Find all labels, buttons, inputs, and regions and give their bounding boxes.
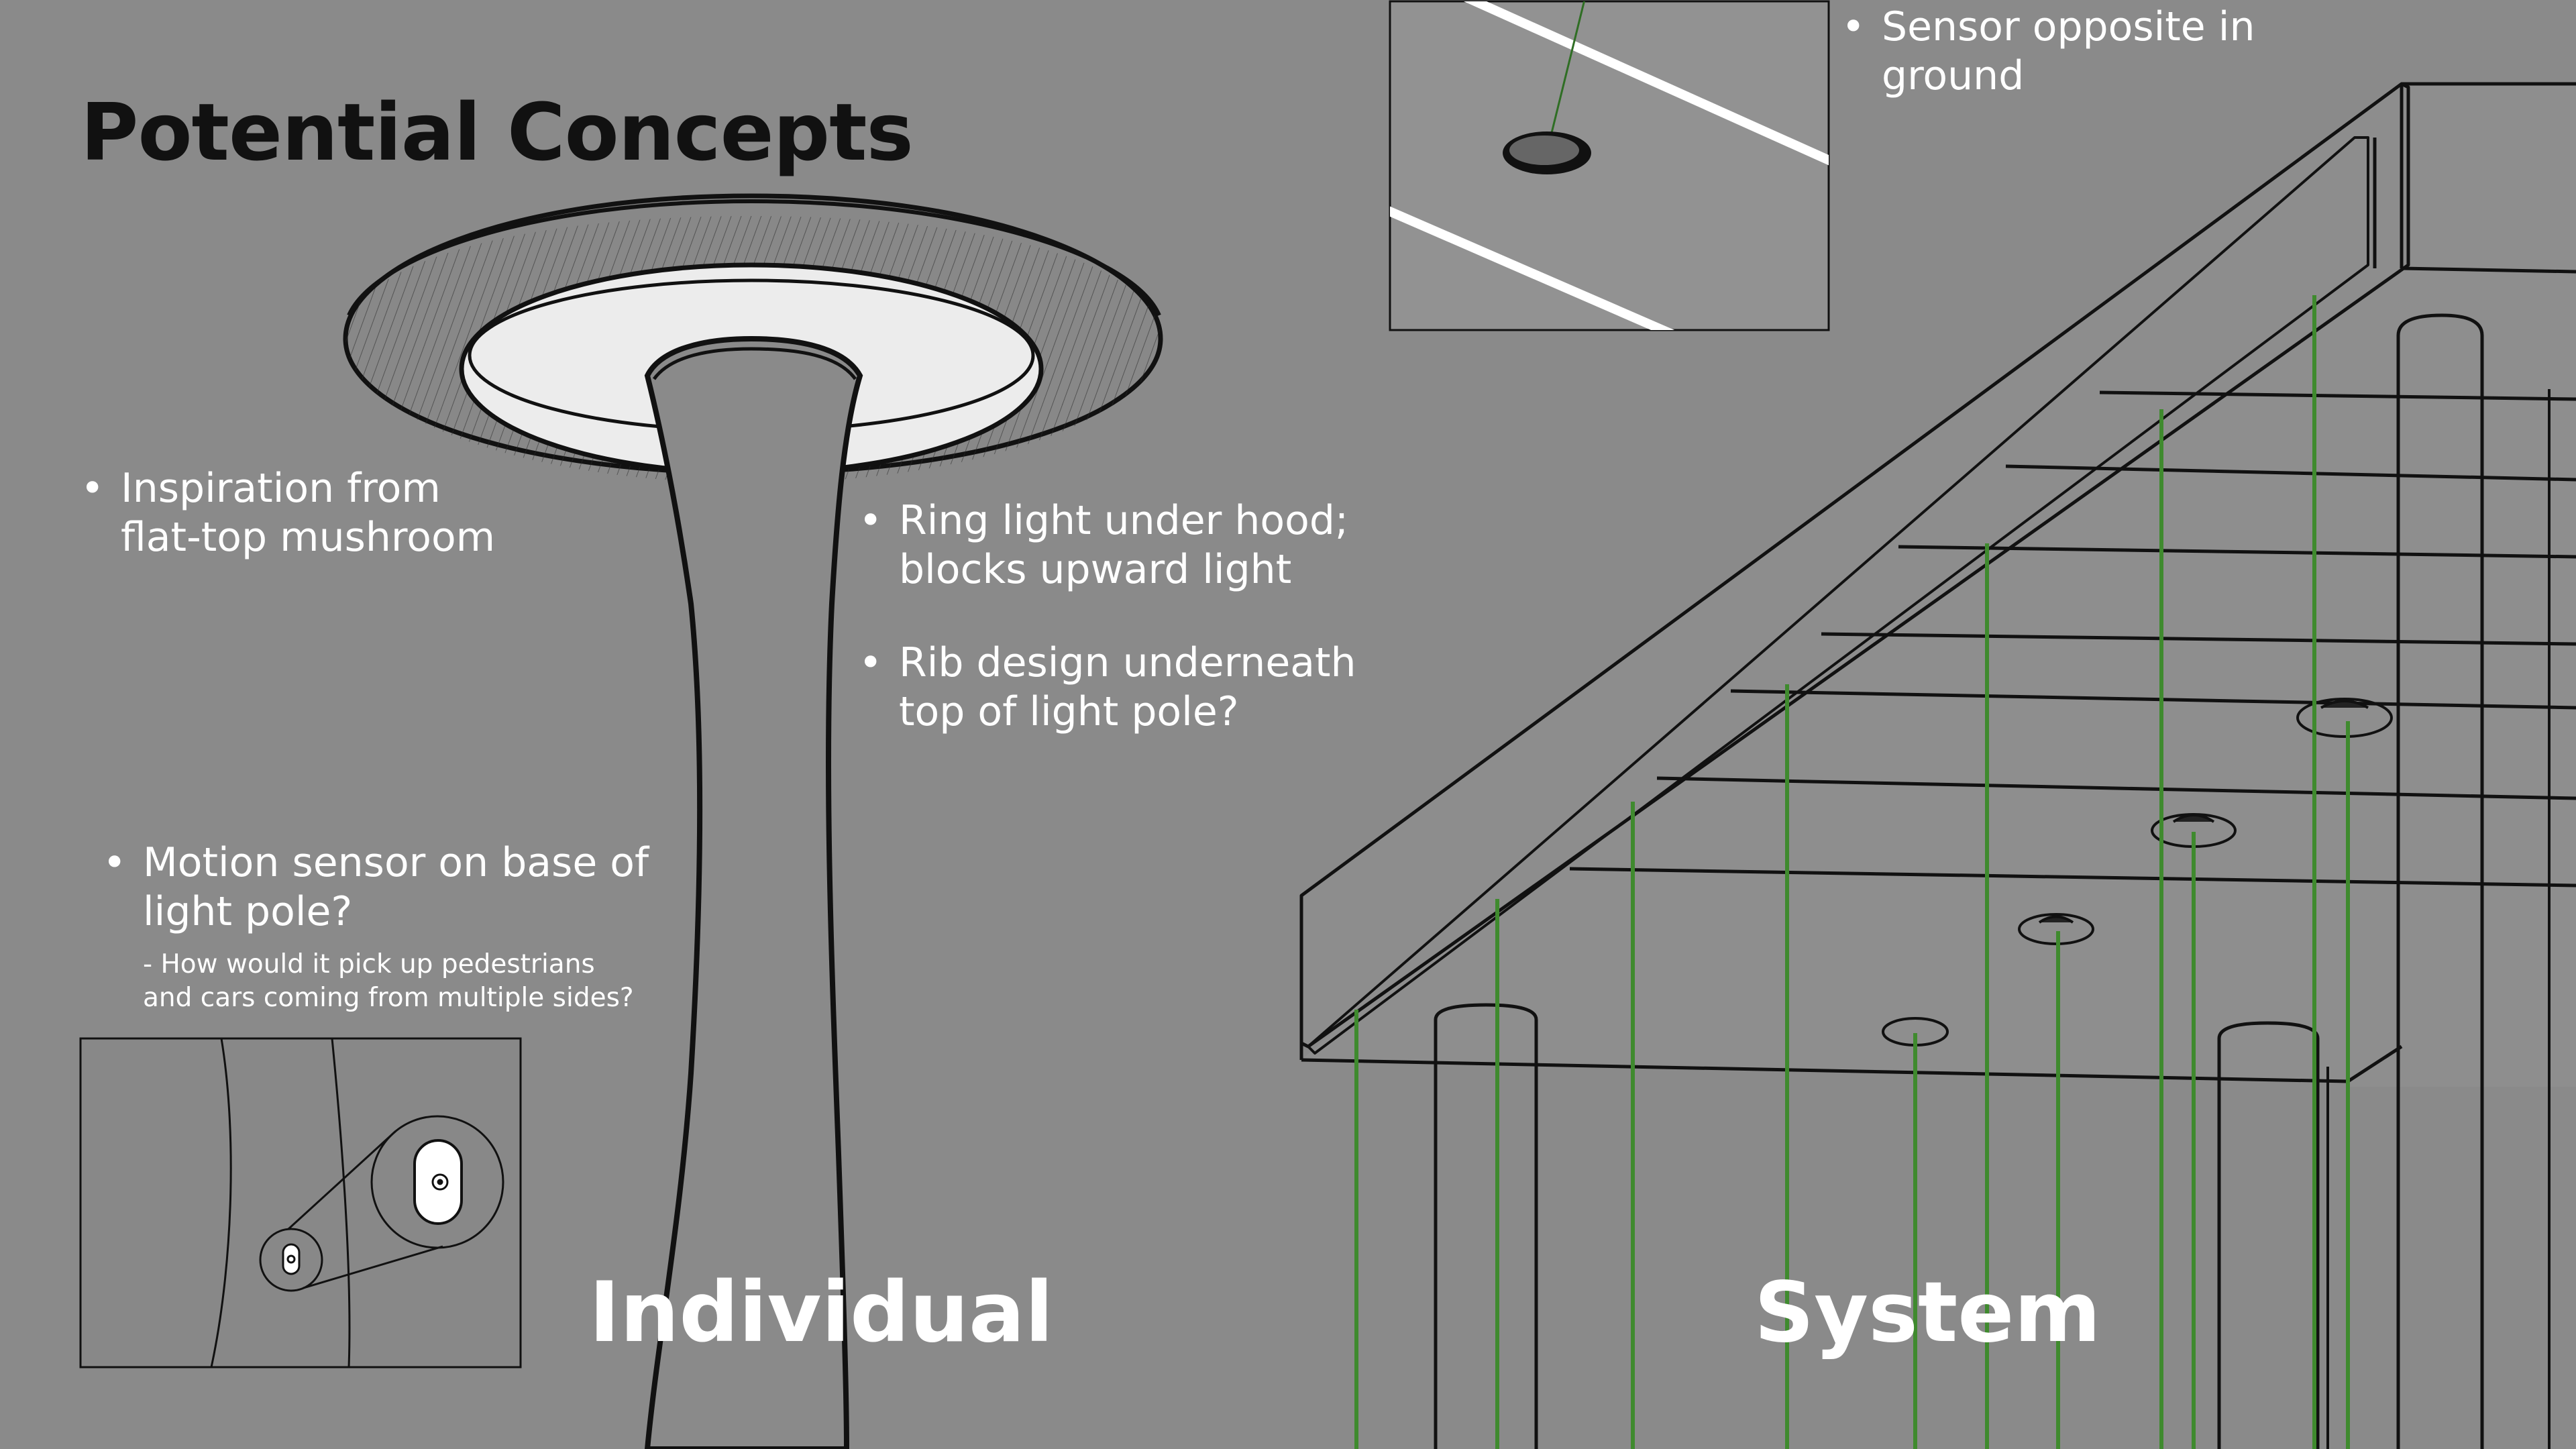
ground-sensor-detail	[1382, 0, 1838, 342]
subnote-line: and cars coming from multiple sides?	[143, 981, 634, 1015]
bullet-dot: •	[80, 464, 104, 513]
motion-sensor-subnote: - How would it pick up pedestrians and c…	[143, 948, 634, 1015]
bullet-line: blocks upward light	[899, 545, 1348, 594]
bullet-dot: •	[1841, 3, 1865, 52]
bullet-line: Motion sensor on base of	[143, 839, 649, 888]
motion-sensor-detail	[80, 1038, 521, 1367]
label-system: System	[1754, 1265, 2101, 1361]
bullet-dot: •	[859, 496, 882, 545]
bullet-line: flat-top mushroom	[121, 513, 495, 562]
bullet-line: Sensor opposite in	[1882, 3, 2255, 52]
bullet-line: top of light pole?	[899, 688, 1356, 737]
bullet-dot: •	[103, 839, 126, 888]
bullet-line: Inspiration from	[121, 464, 495, 513]
subnote-line: - How would it pick up pedestrians	[143, 948, 634, 981]
bullet-line: light pole?	[143, 888, 649, 936]
bullet-line: Ring light under hood;	[899, 496, 1348, 545]
page-title: Potential Concepts	[80, 86, 913, 178]
bullet-line: Rib design underneath	[899, 639, 1356, 688]
bullet-line: ground	[1882, 52, 2255, 101]
label-individual: Individual	[589, 1265, 1053, 1361]
bullet-dot: •	[859, 639, 882, 688]
